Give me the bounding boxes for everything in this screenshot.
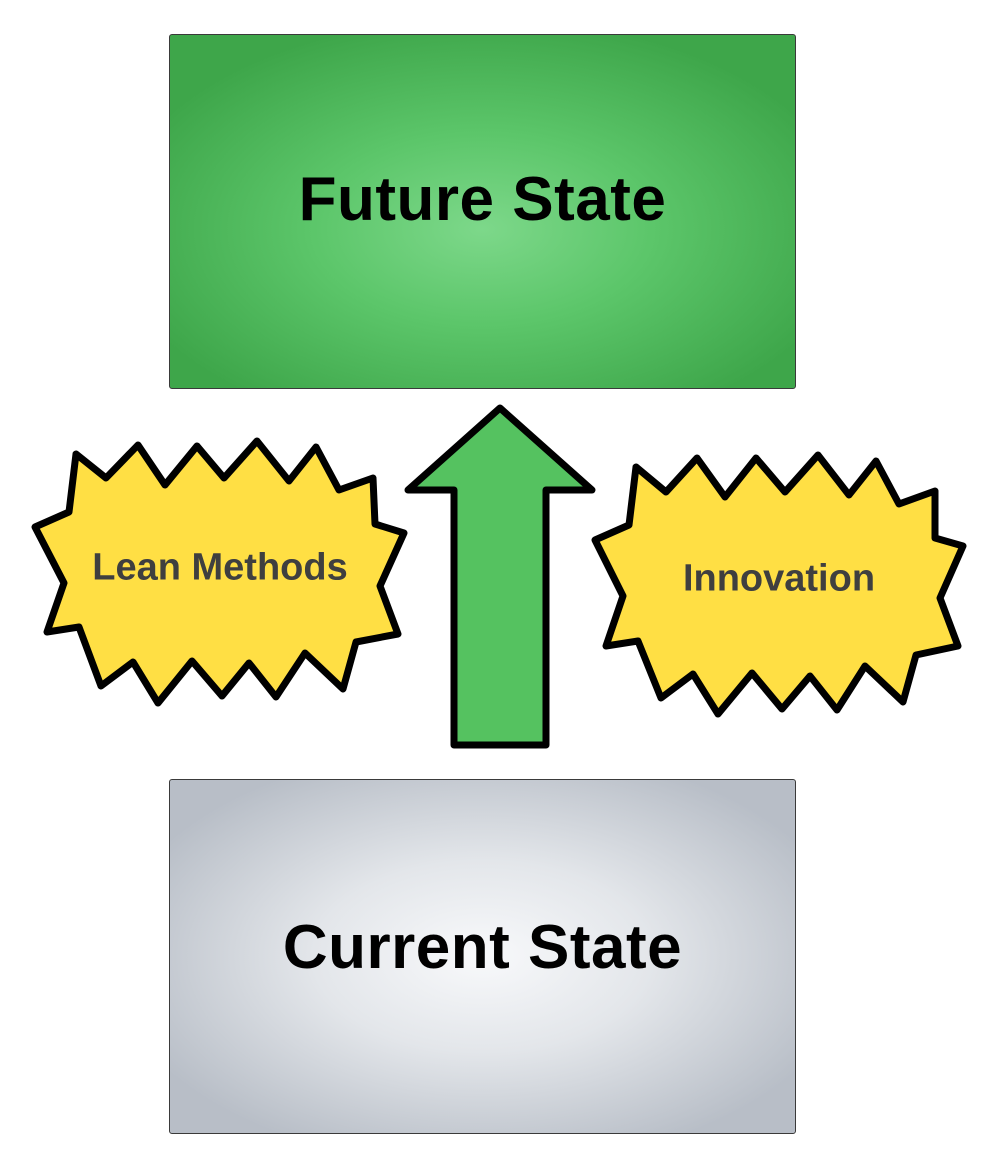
lean-methods-label: Lean Methods bbox=[92, 546, 348, 589]
up-arrow bbox=[404, 404, 596, 749]
lean-methods-burst bbox=[31, 437, 408, 707]
current-state-box: Current State bbox=[169, 779, 796, 1134]
innovation-burst bbox=[591, 451, 967, 718]
innovation-label: Innovation bbox=[682, 557, 876, 600]
current-state-label: Current State bbox=[282, 913, 683, 982]
future-state-label: Future State bbox=[298, 165, 667, 234]
future-state-box: Future State bbox=[169, 34, 796, 389]
